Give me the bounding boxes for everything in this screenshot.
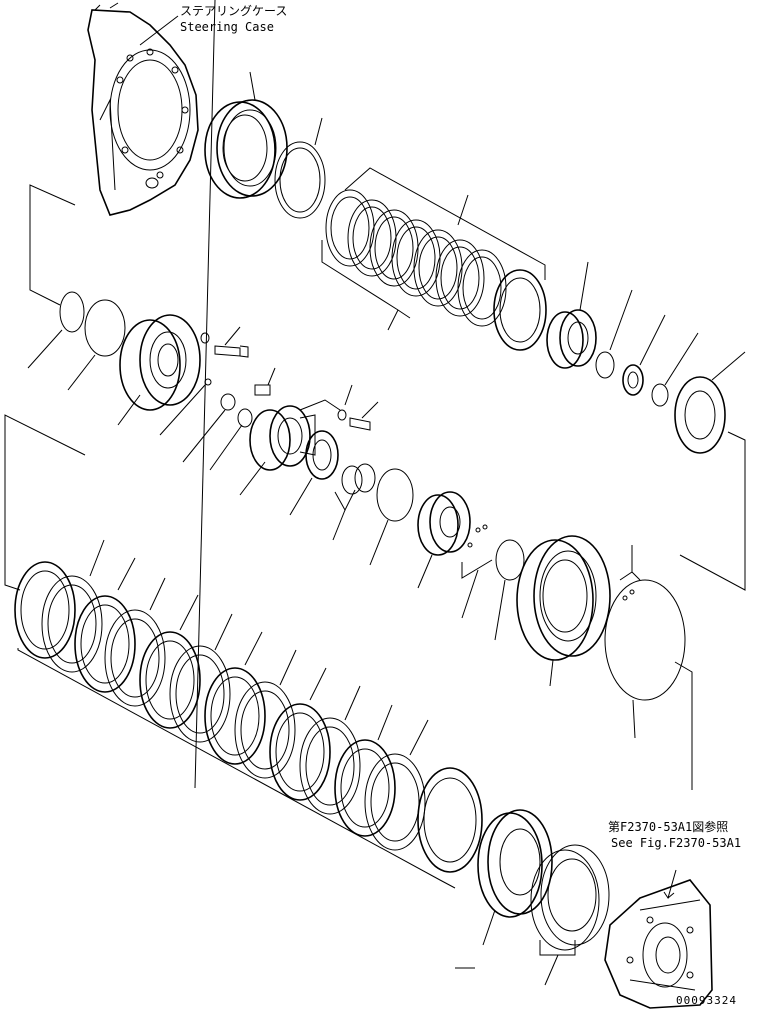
bracket [29,184,76,306]
leader [214,613,233,651]
o-ring-small [59,291,85,333]
leader [239,461,266,496]
leader [632,699,636,739]
leader [417,554,433,589]
piston-center [417,491,471,556]
leader [609,289,633,351]
washer-small [200,332,210,344]
leader [494,579,506,641]
snap-ring-3 [220,393,236,411]
drawing-number: 00093324 [676,994,737,1007]
bolt-2 [349,417,371,431]
gear-carrier-center [249,405,316,471]
bracket [17,648,456,889]
leader [544,954,559,986]
bushings-pair [341,463,376,495]
leader [361,401,379,419]
leader [314,117,323,146]
leader [639,314,666,366]
reference-label-en: See Fig.F2370-53A1 [611,836,742,850]
leader [117,557,136,591]
bushing [237,408,253,428]
sun-gear-hub [546,309,597,369]
steering-case-label-jp: ステアリングケース [180,4,288,18]
arrow [663,869,677,900]
o-ring-large [84,299,126,357]
leader [159,384,206,436]
leader [377,704,393,741]
thrust-disc-top [274,141,326,219]
leader [664,332,699,386]
bracket [461,559,493,579]
leader [711,351,746,381]
leader [117,394,141,426]
leader [344,685,361,721]
leader [369,519,389,566]
bracket [321,240,411,319]
bearing-1 [622,364,644,396]
leader [194,0,216,789]
bracket [539,940,576,956]
leader [387,309,399,331]
steering-case [87,2,199,216]
leader [89,539,105,577]
end-cover [604,879,713,1009]
bolt [214,345,249,358]
leader [344,384,353,406]
leader [224,326,241,346]
carrier-left [119,314,201,411]
leader [332,509,346,541]
bracket [4,414,86,591]
leader [279,649,297,686]
piston-right [674,376,726,454]
leader [67,354,96,391]
leader [209,424,243,471]
leader [249,71,256,101]
leader [244,631,263,666]
reference-label-jp: 第F2370-53A1図参照 [608,820,729,834]
leader [27,329,63,369]
bracket [674,661,693,790]
leader [179,594,199,631]
thrust-ring-bottom [477,809,553,918]
leader [149,577,166,611]
o-ring-center [376,468,414,522]
snap-ring-1 [595,351,615,379]
bracket [299,399,341,411]
ring-gear-top [204,99,288,199]
leader [309,667,327,701]
snap-ring-2 [651,383,669,407]
pins-small [467,524,488,548]
clutch-pack-top [325,189,547,351]
bracket [679,431,746,591]
leader [457,194,469,226]
pins-right [622,589,635,601]
clutch-housing-large [516,535,611,661]
leader [461,569,479,619]
o-ring-xl [604,579,686,701]
bearing-center [305,430,339,480]
leader [409,719,429,756]
bracket [344,167,546,280]
leader [289,477,313,516]
leader [549,659,554,687]
case-leader [139,15,179,46]
o-ring-right [495,539,525,581]
leader [579,261,589,311]
washer-2 [337,409,347,421]
leader [482,909,496,946]
pin [204,378,212,386]
steering-case-label-en: Steering Case [180,20,274,34]
leader [267,367,276,386]
clutch-pack-bottom [14,561,483,873]
bracket [619,571,641,581]
plug [254,384,271,396]
bracket [334,489,356,512]
